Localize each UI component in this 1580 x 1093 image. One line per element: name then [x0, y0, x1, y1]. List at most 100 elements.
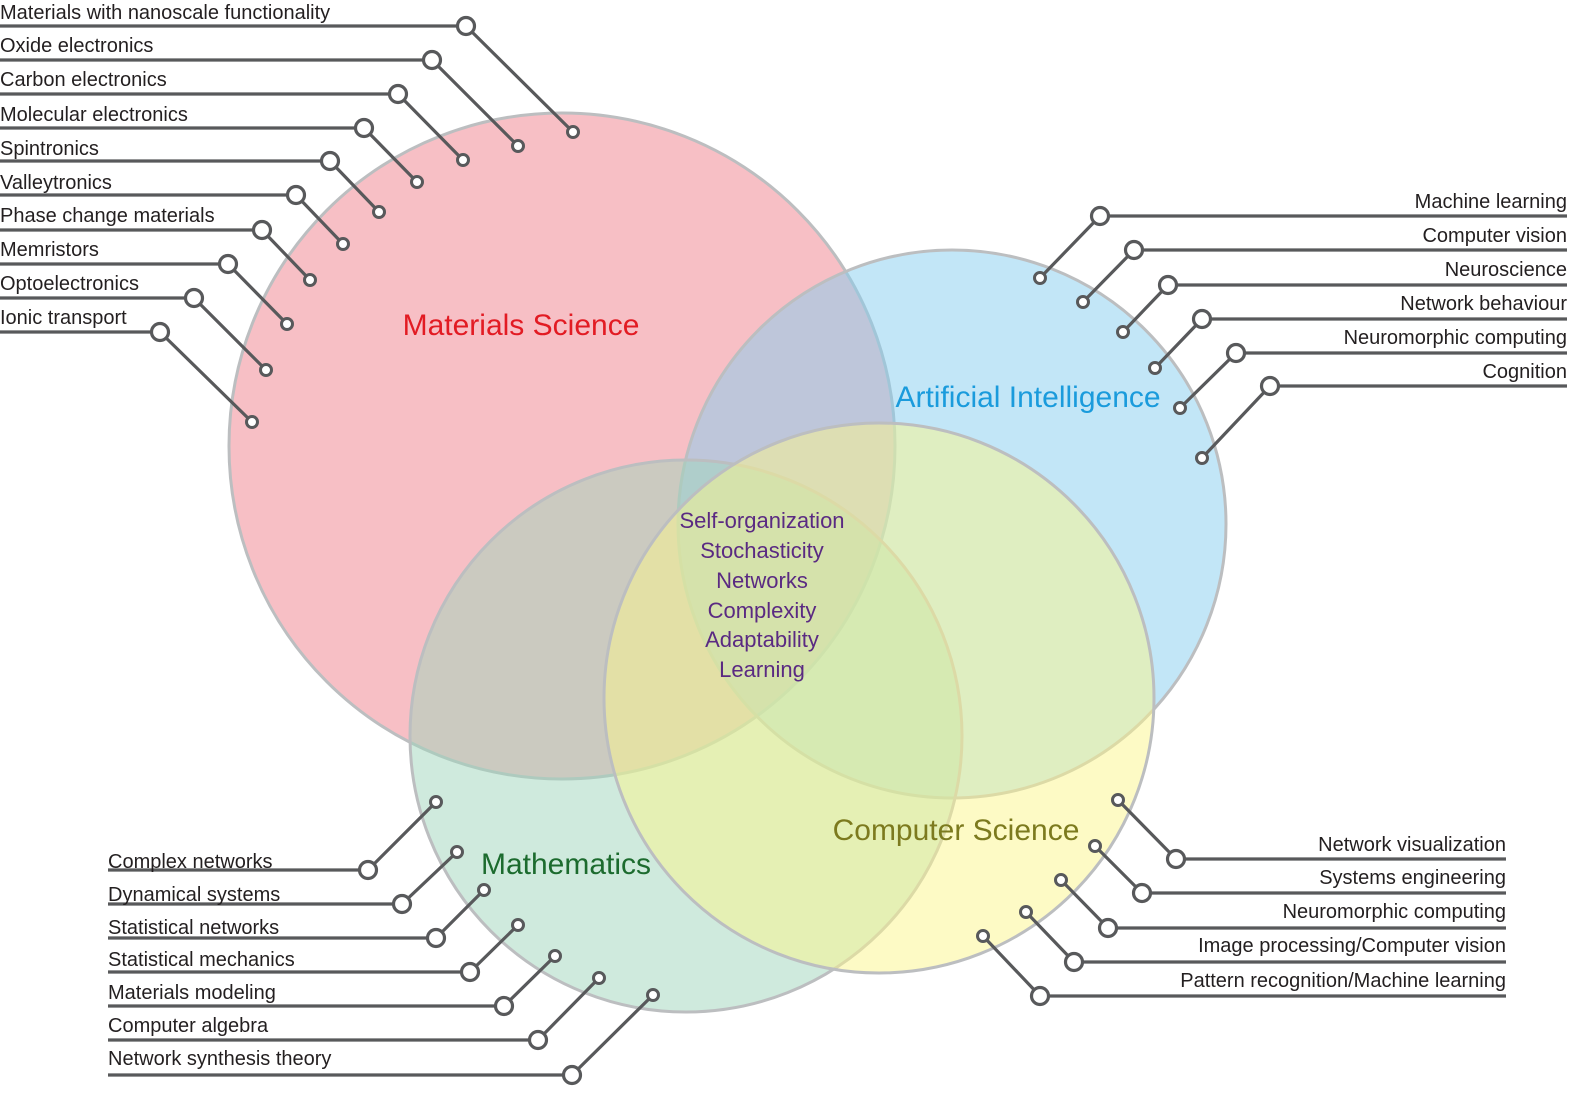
ai-leader — [1033, 205, 1567, 285]
math-topic-label: Complex networks — [108, 851, 273, 873]
cs-topic-label: Image processing/Computer vision — [1198, 935, 1506, 957]
leader-tip-icon — [511, 918, 525, 932]
leader-tip-icon — [1195, 451, 1209, 465]
cs-topic-label: Neuromorphic computing — [1283, 901, 1506, 923]
materials-topic-label: Materials with nanoscale functionality — [0, 2, 330, 24]
materials-topic-label: Memristors — [0, 239, 99, 261]
leader-tip-icon — [372, 205, 386, 219]
leader-tip-icon — [1019, 905, 1033, 919]
leader-node-icon — [319, 150, 341, 172]
leader-node-icon — [1157, 274, 1179, 296]
leader-node-icon — [1259, 375, 1281, 397]
materials-leader — [0, 253, 294, 331]
leader-tip-icon — [280, 317, 294, 331]
leader-tip-icon — [1033, 271, 1047, 285]
core-concept: Adaptability — [705, 627, 819, 652]
leader-tip-icon — [548, 949, 562, 963]
leader-node-icon — [527, 1029, 549, 1051]
core-concept: Stochasticity — [700, 538, 824, 563]
cs-leader — [1088, 839, 1506, 904]
leader-tip-icon — [511, 139, 525, 153]
leader-node-icon — [251, 219, 273, 241]
math-topics: Complex networks Dynamical systems Stati… — [108, 851, 331, 1070]
leader-node-icon — [357, 859, 379, 881]
leader-tip-icon — [303, 273, 317, 287]
leader-tip-icon — [1148, 361, 1162, 375]
cs-leader — [1019, 905, 1506, 973]
leader-tip-icon — [429, 795, 443, 809]
materials-topic-label: Optoelectronics — [0, 273, 139, 295]
materials-leader — [0, 321, 259, 429]
math-leader — [108, 971, 606, 1051]
leader-tip-icon — [1111, 793, 1125, 807]
core-concept: Networks — [716, 568, 808, 593]
materials-topic-label: Valleytronics — [0, 172, 112, 194]
ai-topic-label: Neuroscience — [1445, 259, 1567, 281]
leader-tip-icon — [450, 845, 464, 859]
leader-tip-icon — [245, 415, 259, 429]
ai-topics: Machine learning Computer vision Neurosc… — [1344, 191, 1568, 383]
math-topic-label: Statistical networks — [108, 917, 279, 939]
leader-node-icon — [353, 117, 375, 139]
leader-node-icon — [1097, 917, 1119, 939]
ai-topic-label: Network behaviour — [1400, 293, 1567, 315]
computer-science-circle — [602, 421, 1156, 975]
computer-science-title: Computer Science — [833, 814, 1080, 847]
materials-topic-label: Carbon electronics — [0, 69, 167, 91]
cs-leader — [1054, 873, 1506, 939]
leader-tip-icon — [1173, 401, 1187, 415]
leader-tip-icon — [1088, 839, 1102, 853]
leader-node-icon — [149, 321, 171, 343]
materials-leader — [0, 117, 424, 189]
leader-node-icon — [1131, 882, 1153, 904]
leader-tip-icon — [592, 971, 606, 985]
leader-tip-icon — [1054, 873, 1068, 887]
math-leader — [108, 988, 660, 1086]
leader-node-icon — [1165, 848, 1187, 870]
leader-tip-icon — [1076, 295, 1090, 309]
leader-tip-icon — [976, 929, 990, 943]
materials-leader — [0, 287, 273, 377]
core-concept: Complexity — [708, 598, 817, 623]
leader-node-icon — [1123, 239, 1145, 261]
ai-topic-label: Cognition — [1482, 361, 1567, 383]
materials-topic-label: Molecular electronics — [0, 104, 188, 126]
ai-leader — [1195, 375, 1567, 465]
cs-topic-label: Systems engineering — [1319, 867, 1506, 889]
math-leader — [108, 795, 443, 881]
leader-tip-icon — [566, 125, 580, 139]
leader-node-icon — [285, 184, 307, 206]
ai-leader — [1076, 239, 1567, 309]
leader-node-icon — [1225, 342, 1247, 364]
leader-node-icon — [1029, 985, 1051, 1007]
cs-topic-label: Pattern recognition/Machine learning — [1180, 970, 1506, 992]
leader-tip-icon — [410, 175, 424, 189]
materials-topic-label: Spintronics — [0, 138, 99, 160]
materials-topic-label: Oxide electronics — [0, 35, 153, 57]
leader-node-icon — [425, 927, 447, 949]
math-leader — [108, 918, 525, 983]
leader-node-icon — [217, 253, 239, 275]
math-topic-label: Dynamical systems — [108, 884, 280, 906]
leader-node-icon — [183, 287, 205, 309]
artificial-intelligence-title: Artificial Intelligence — [895, 381, 1160, 414]
mathematics-title: Mathematics — [481, 848, 651, 881]
materials-topics: Materials with nanoscale functionality O… — [0, 2, 330, 329]
materials-leader — [0, 219, 317, 287]
cs-topic-label: Network visualization — [1318, 834, 1506, 856]
math-leader — [108, 845, 464, 915]
ai-topic-label: Machine learning — [1415, 191, 1567, 213]
leader-node-icon — [391, 893, 413, 915]
core-concept: Self-organization — [679, 508, 844, 533]
leader-tip-icon — [646, 988, 660, 1002]
math-topic-label: Materials modeling — [108, 982, 276, 1004]
leader-tip-icon — [336, 237, 350, 251]
leader-lines — [0, 15, 1567, 1086]
materials-leader — [0, 49, 525, 153]
math-topic-label: Computer algebra — [108, 1015, 269, 1037]
core-concept: Learning — [719, 657, 805, 682]
materials-leader — [0, 184, 350, 251]
leader-node-icon — [493, 995, 515, 1017]
leader-node-icon — [561, 1064, 583, 1086]
leader-node-icon — [459, 961, 481, 983]
